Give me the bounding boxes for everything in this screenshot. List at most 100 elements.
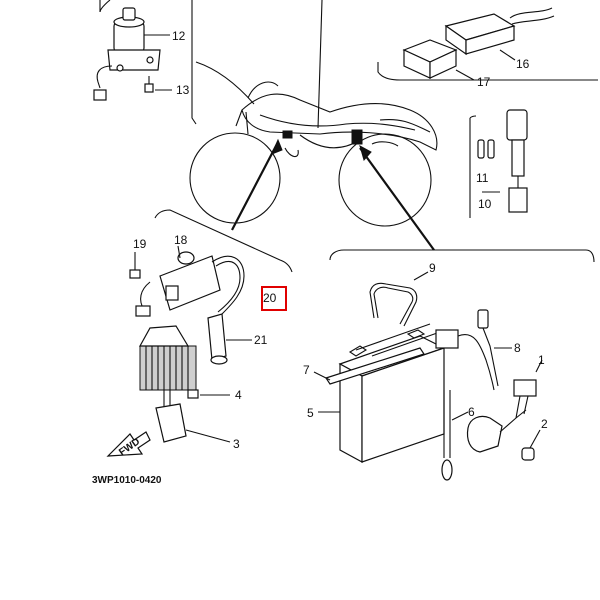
fuse-holder-body — [511, 139, 525, 177]
front-fork — [235, 109, 249, 135]
mount-hole-right — [146, 56, 154, 64]
callout-5: 5 — [307, 406, 314, 420]
unit-17-front — [429, 49, 457, 79]
battery-strap-7 — [325, 347, 425, 385]
relay-connector-wires — [515, 395, 529, 419]
spark-plug-cap — [207, 313, 227, 361]
fuse-b — [487, 139, 495, 159]
battery-terminals — [348, 329, 426, 357]
callout-13: 13 — [176, 83, 190, 97]
high-tension-lead-inner — [215, 261, 241, 313]
harness-loop — [284, 147, 299, 158]
main-wire-harness — [259, 114, 416, 131]
rear-wire — [371, 141, 399, 147]
callout-1: 1 — [538, 353, 545, 367]
callout-4: 4 — [235, 388, 242, 402]
coil-connector — [135, 305, 151, 317]
group-fuse-box: 11 10 — [379, 109, 528, 218]
harness-clamp-rear — [351, 129, 363, 145]
group-cdi-units: 16 17 — [377, 7, 598, 89]
relay-wire — [499, 409, 527, 433]
ignition-connector — [93, 89, 107, 101]
spark-plug-cap-end — [210, 355, 228, 365]
rear-wheel — [338, 133, 432, 227]
callout-20: 20 — [263, 291, 277, 305]
callout-9: 9 — [429, 261, 436, 275]
starter-relay-connector — [435, 329, 459, 349]
bracket-top-right — [377, 62, 598, 81]
ignition-coil-terminal — [177, 251, 195, 265]
bolt-13 — [144, 83, 154, 93]
bracket-coil — [154, 209, 293, 273]
bracket-curve — [99, 0, 111, 13]
callout-2: 2 — [541, 417, 548, 431]
callout-10: 10 — [478, 197, 492, 211]
battery-vent-lines — [355, 323, 441, 357]
wire-lead-8 — [457, 334, 495, 391]
ignition-coil-body — [159, 255, 221, 311]
bolt-4 — [187, 389, 199, 399]
group-arrows — [231, 138, 435, 251]
engine-outline — [299, 134, 361, 149]
callout-16: 16 — [516, 57, 530, 71]
leader-17 — [455, 69, 475, 81]
arrow-left-group — [231, 141, 279, 231]
leader-6 — [451, 411, 469, 421]
callout-21: 21 — [254, 333, 268, 347]
arrowhead-left — [271, 138, 283, 155]
rectifier-regulator — [139, 345, 197, 391]
leader-18 — [177, 245, 181, 259]
coil-mount — [165, 285, 179, 301]
arrow-right-group — [359, 147, 435, 251]
battery-band-9-inner — [373, 286, 414, 325]
group-battery: 9 5 7 6 8 1 2 — [303, 249, 595, 481]
unit-16-front — [465, 25, 515, 55]
rear-harness-lead — [379, 118, 431, 133]
high-tension-lead — [211, 255, 245, 315]
headlight-cowl — [247, 81, 279, 99]
arrowhead-right — [359, 144, 372, 162]
bracket-right-edge — [191, 0, 197, 125]
regulator-fins — [145, 346, 189, 390]
front-wheel — [189, 132, 281, 224]
mount-hole-left — [116, 64, 124, 72]
fwd-arrow-shape — [106, 431, 151, 457]
fuse-a — [477, 139, 485, 159]
starter-relay — [466, 415, 503, 453]
group-ignition-switch: 12 13 — [93, 0, 255, 125]
callout-12: 12 — [172, 29, 186, 43]
unit-16-wires — [509, 7, 555, 25]
callout-7: 7 — [303, 363, 310, 377]
leader-16 — [499, 49, 516, 61]
bracket-fuse — [469, 115, 477, 218]
leader-2 — [529, 429, 541, 449]
harness-lead-line — [317, 0, 323, 129]
callout-11: 11 — [476, 171, 489, 185]
ignition-wire — [96, 65, 113, 89]
regulator-top — [138, 325, 190, 347]
callout-8: 8 — [514, 341, 521, 355]
battery-band-9 — [369, 282, 418, 327]
leader-3 — [185, 429, 231, 443]
regulator-connector — [155, 403, 187, 443]
callout-18: 18 — [174, 233, 188, 247]
callout-17: 17 — [477, 75, 491, 89]
bracket-battery — [329, 249, 595, 263]
harness-clamp-front — [282, 130, 293, 139]
figure-code: 3WP1010-0420 — [92, 475, 162, 486]
breather-hose-end — [441, 459, 453, 481]
fuse-holder-bottom — [508, 187, 528, 213]
callout-20-highlight-box — [261, 286, 287, 311]
group-ignition-coil: 19 18 21 20 4 3 FWD — [92, 209, 293, 486]
fuse-holder-top — [506, 109, 528, 141]
frame-body — [241, 93, 438, 151]
regulator-wires — [163, 390, 171, 408]
arrow-line-ignition — [195, 61, 255, 105]
leader-7 — [313, 371, 331, 381]
callout-3: 3 — [233, 437, 240, 451]
wire-lead-8b — [482, 327, 499, 387]
callout-6: 6 — [468, 405, 475, 419]
leader-1 — [535, 359, 543, 373]
